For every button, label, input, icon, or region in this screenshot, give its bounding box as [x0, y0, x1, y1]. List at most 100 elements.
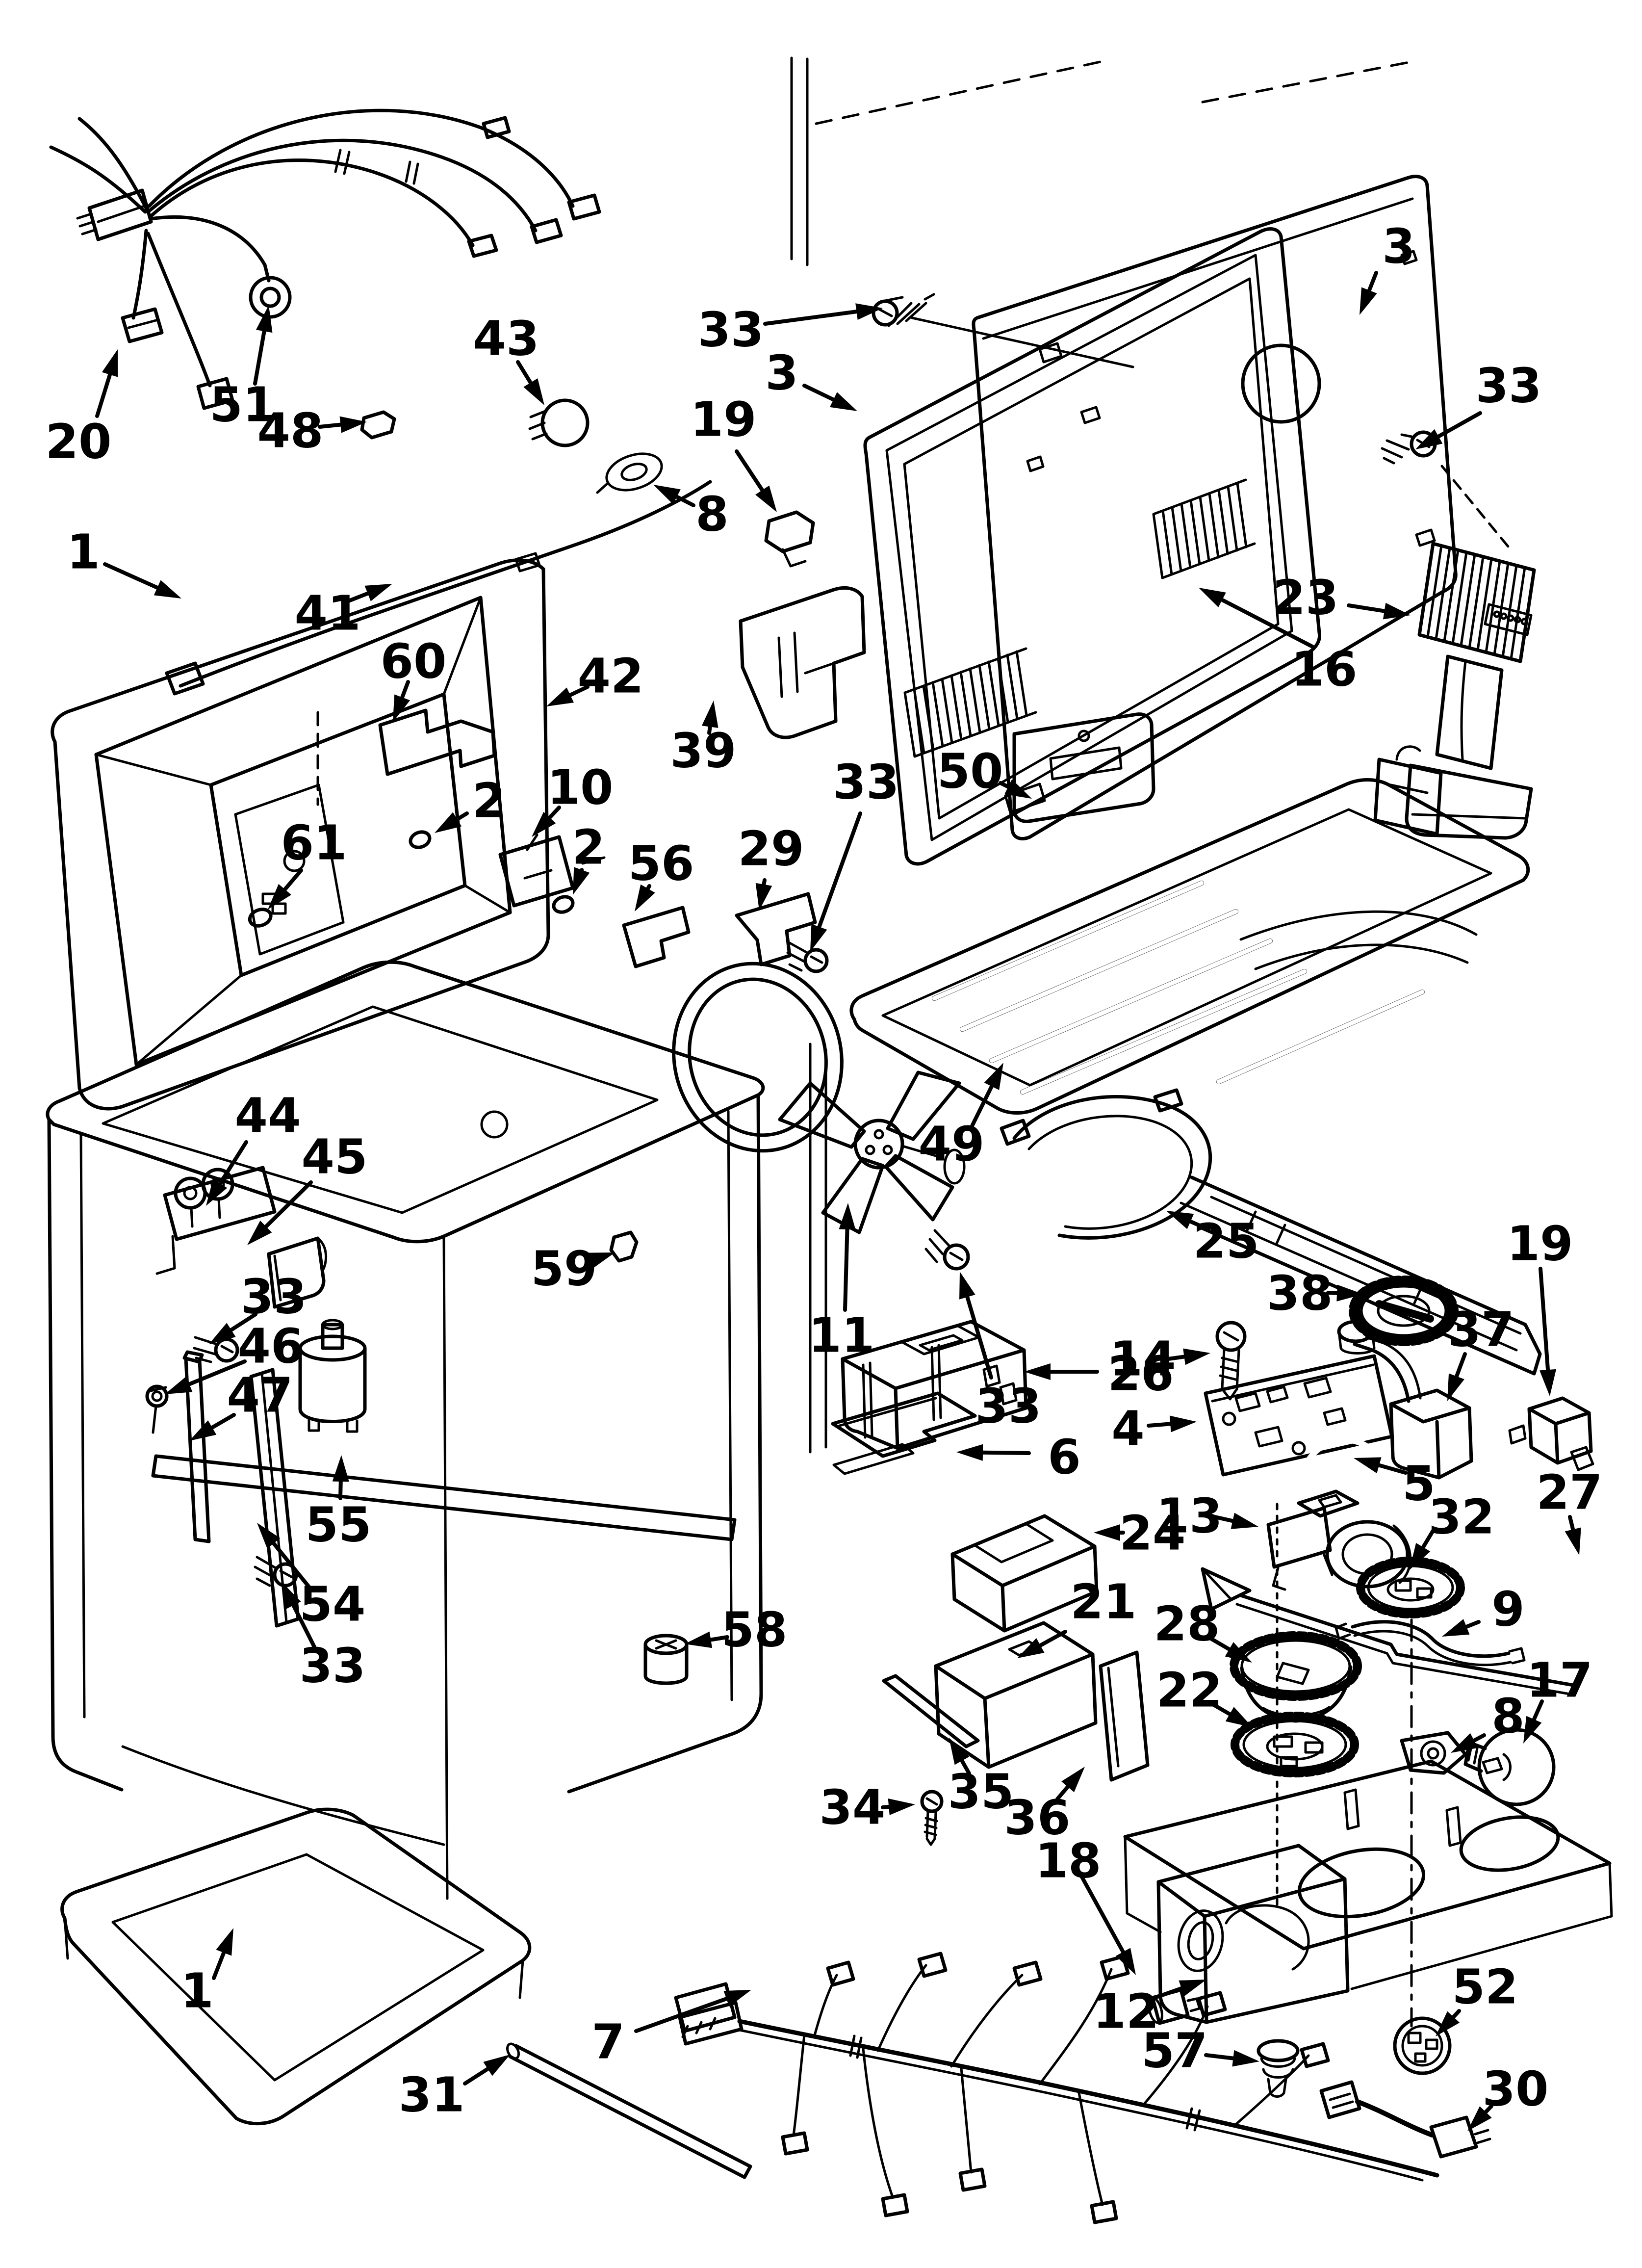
part-label-55-53: 55: [306, 1497, 372, 1553]
part-label-10-13: 10: [547, 760, 614, 815]
part-label-4-41: 4: [1111, 1401, 1145, 1457]
arrowhead-icon-34-57: [888, 1798, 915, 1815]
arrowhead-icon-58-56: [685, 1631, 713, 1648]
part-label-60-6: 60: [381, 634, 447, 689]
part-label-41-5: 41: [295, 586, 361, 641]
diagram-artwork: [46, 56, 1632, 2224]
part-label-3-21: 3: [1382, 219, 1415, 274]
leader-line-8-52: [1472, 1733, 1486, 1743]
arrowhead-icon-47-29: [189, 1420, 217, 1441]
part-label-6-35: 6: [1048, 1430, 1081, 1485]
leader-line-32-46: [1421, 1529, 1435, 1549]
arrowhead-icon-10-13: [532, 811, 556, 837]
arrowhead-icon-48-2: [339, 416, 367, 433]
arrowhead-icon-33-33: [959, 1272, 975, 1300]
leader-line-44-25: [218, 1140, 248, 1186]
arrowhead-icon-29-18: [755, 883, 772, 911]
part-label-59-30: 59: [531, 1241, 597, 1297]
leader-line-13-44: [1208, 1514, 1235, 1523]
arrowhead-icon-33-55: [282, 1582, 301, 1609]
arrowhead-icon-41-5: [364, 584, 392, 601]
leader-line-19-38: [1539, 1267, 1550, 1372]
leader-line-49-31: [970, 1084, 994, 1128]
arrowhead-icon-39-12: [701, 701, 718, 728]
part-label-25-36: 25: [1193, 1214, 1259, 1269]
arrowhead-icon-19-38: [1539, 1369, 1557, 1396]
leader-line-10-13: [547, 806, 561, 820]
part-label-47-29: 47: [227, 1368, 293, 1423]
part-label-14-40: 14: [1110, 1331, 1176, 1387]
leader-line-57-65: [1204, 2053, 1235, 2060]
arrowhead-icon-37-39: [1447, 1373, 1464, 1401]
leader-line-33-7: [763, 310, 859, 326]
leader-line-1-61: [212, 1951, 226, 1980]
arrowhead-icon-30-67: [1467, 2106, 1492, 2131]
freezer-liner: [51, 398, 866, 1153]
leader-line-3-21: [1367, 271, 1378, 292]
part-label-42-11: 42: [578, 649, 644, 704]
part-label-9-48: 9: [1491, 1582, 1525, 1637]
arrowhead-icon-46-28: [165, 1376, 193, 1394]
arrowhead-icon-8-10: [653, 485, 681, 504]
arrowhead-icon-35-58: [949, 1738, 970, 1765]
arrowhead-icon-1-4: [154, 580, 181, 599]
drain-pan: [849, 745, 1530, 1115]
arrowhead-icon-4-41: [1169, 1415, 1197, 1433]
leader-line-16-24: [1220, 598, 1314, 649]
cover-50: [1012, 712, 1155, 823]
arrowhead-icon-5-42: [1354, 1457, 1382, 1474]
arrowhead-icon-50-20: [1004, 779, 1032, 799]
leader-line-12-64: [1153, 1986, 1184, 2000]
control-parts-right: [1201, 1276, 1632, 2028]
arrowhead-icon-59-30: [587, 1252, 615, 1269]
part-label-26-34: 26: [1108, 1346, 1174, 1402]
arrowhead-icon-20-0: [102, 349, 118, 377]
arrowhead-icon-13-44: [1231, 1512, 1258, 1529]
arrowhead-icon-3-21: [1360, 287, 1377, 315]
part-label-22-51: 22: [1156, 1663, 1223, 1718]
arrowhead-icon-26-34: [1024, 1363, 1051, 1380]
leader-line-45-26: [264, 1180, 313, 1229]
arrowhead-icon-25-36: [1166, 1211, 1194, 1229]
screws-33: [193, 293, 1437, 1588]
leader-line-21-47: [1038, 1630, 1067, 1647]
leader-line-61-16: [282, 868, 303, 891]
part-label-45-26: 45: [302, 1129, 368, 1185]
arrowhead-icon-3-8: [829, 392, 857, 411]
leader-line-27-43: [1568, 1515, 1575, 1532]
leader-line-29-18: [762, 878, 767, 886]
leader-line-51-1: [253, 329, 266, 386]
arrowhead-icon-18-60: [1116, 1948, 1136, 1975]
arrowhead-icon-19-9: [755, 485, 777, 512]
part-label-33-33: 33: [975, 1379, 1042, 1434]
leader-line-11-32: [843, 1227, 849, 1312]
arrowhead-icon-7-63: [723, 1990, 751, 2007]
leader-line-48-2: [318, 422, 343, 429]
arrowhead-icon-60-6: [393, 694, 410, 722]
part-label-1-4: 1: [67, 524, 100, 580]
wire-shield-49: [1000, 1088, 1542, 1376]
part-label-11-32: 11: [809, 1308, 875, 1363]
arrowhead-icon-1-61: [216, 1928, 233, 1956]
wire-harness-top: [49, 108, 601, 410]
leader-line-39-12: [707, 725, 712, 735]
leader-line-31-62: [463, 2067, 490, 2086]
part-label-31-62: 31: [399, 2067, 465, 2123]
arrowhead-icon-33-22: [1415, 429, 1443, 449]
leader-line-2-14: [455, 811, 469, 822]
arrowhead-icon-42-11: [546, 687, 574, 706]
arrowhead-icon-2-15: [573, 867, 590, 895]
arrowhead-icon-33-27: [209, 1323, 236, 1344]
part-label-29-18: 29: [738, 821, 804, 877]
leader-line-5-42: [1377, 1463, 1408, 1475]
part-label-50-20: 50: [937, 744, 1003, 799]
leader-line-1-4: [103, 562, 159, 590]
arrowhead-icon-16-24: [1199, 588, 1226, 607]
lamp-housing-12: [1123, 1757, 1613, 2159]
leader-line-33-19: [817, 811, 862, 929]
leader-line-33-55: [291, 1603, 316, 1649]
part-label-49-31: 49: [919, 1117, 985, 1172]
leader-line-4-41: [1147, 1422, 1173, 1428]
